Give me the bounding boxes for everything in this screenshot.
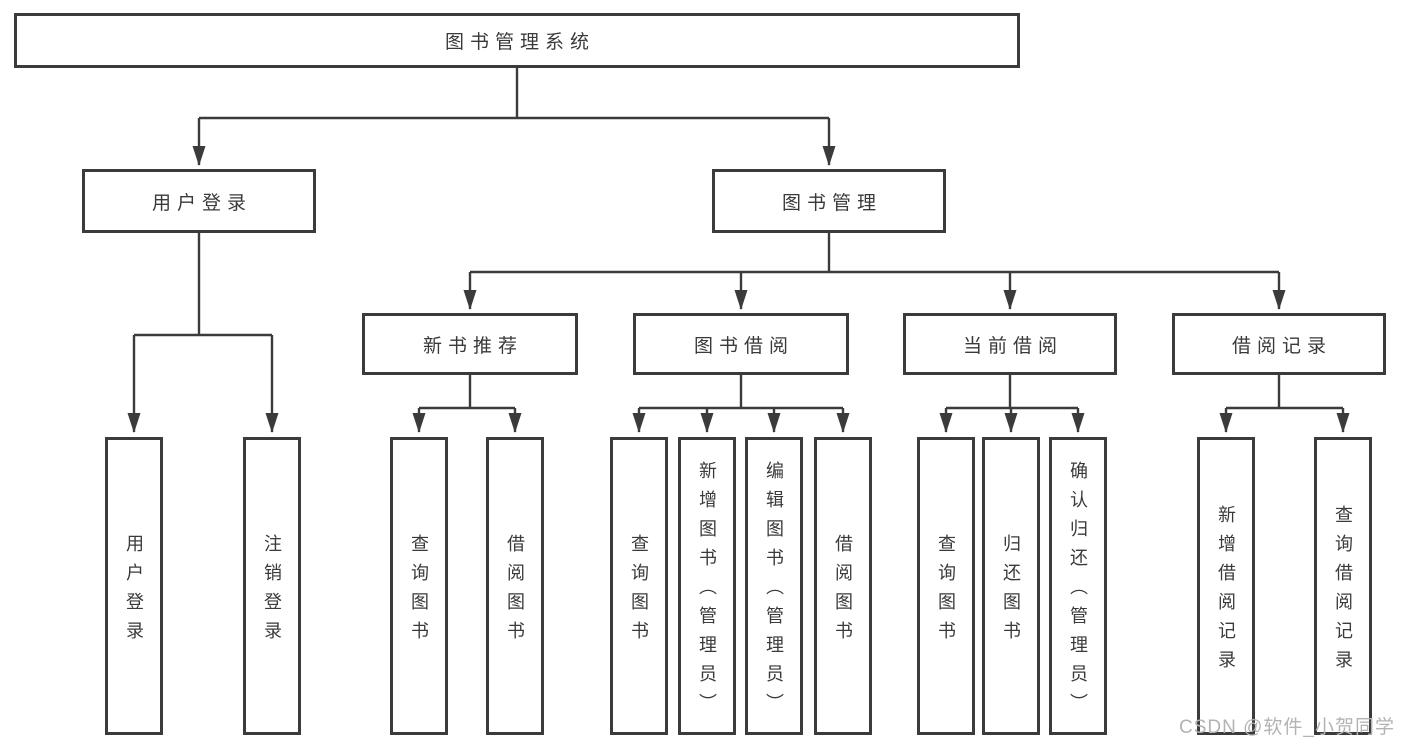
- node-borrowing-records: 借阅记录: [1172, 313, 1386, 375]
- leaf-query-borrow-record: 查询借阅记录: [1314, 437, 1372, 735]
- leaf-confirm-return-admin: 确认归还（管理员）: [1049, 437, 1107, 735]
- node-book-borrowing: 图书借阅: [633, 313, 849, 375]
- csdn-watermark: CSDN @软件_小贺同学: [1179, 717, 1395, 738]
- node-book-mgmt-branch: 图书管理: [712, 169, 946, 233]
- leaf-add-borrow-record: 新增借阅记录: [1197, 437, 1255, 735]
- node-root: 图书管理系统: [14, 13, 1020, 68]
- node-new-book-recommend: 新书推荐: [362, 313, 578, 375]
- node-current-borrowing: 当前借阅: [903, 313, 1117, 375]
- leaf-borrow-books-borrowing: 借阅图书: [814, 437, 872, 735]
- leaf-user-login: 用户登录: [105, 437, 163, 735]
- leaf-query-books-borrowing: 查询图书: [610, 437, 668, 735]
- leaf-logout: 注销登录: [243, 437, 301, 735]
- leaf-edit-books-admin: 编辑图书（管理员）: [745, 437, 803, 735]
- leaf-query-books-recommend: 查询图书: [390, 437, 448, 735]
- leaf-borrow-books-recommend: 借阅图书: [486, 437, 544, 735]
- leaf-query-books-current: 查询图书: [917, 437, 975, 735]
- node-user-login-branch: 用户登录: [82, 169, 316, 233]
- leaf-add-books-admin: 新增图书（管理员）: [678, 437, 736, 735]
- leaf-return-books: 归还图书: [982, 437, 1040, 735]
